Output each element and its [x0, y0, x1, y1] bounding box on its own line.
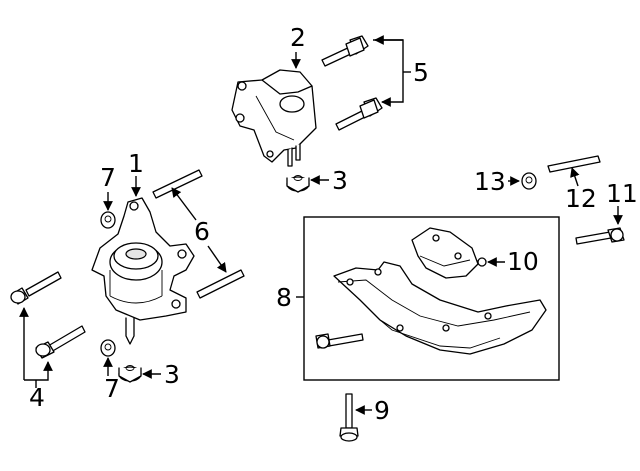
pin-lower[interactable]: [196, 269, 245, 299]
bolt-left-lower[interactable]: [35, 325, 86, 359]
callout-5: 5: [413, 58, 429, 87]
callout-10: 10: [507, 247, 539, 276]
rod[interactable]: [547, 155, 601, 173]
nut-small-upper[interactable]: [100, 211, 116, 229]
nut-upper[interactable]: [286, 175, 310, 193]
bolt-right[interactable]: [575, 227, 625, 245]
callout-3-lower: 3: [164, 360, 180, 389]
callout-7-lower: 7: [104, 374, 120, 403]
callout-6: 6: [194, 217, 210, 246]
bolt-upper-2[interactable]: [335, 97, 383, 131]
pin-upper[interactable]: [152, 169, 203, 199]
bolt-box[interactable]: [315, 333, 364, 349]
callout-4: 4: [29, 383, 45, 412]
crossmember[interactable]: [333, 261, 547, 355]
callout-2: 2: [290, 23, 306, 52]
upper-mount-bracket[interactable]: [231, 69, 317, 167]
bolt-left-upper[interactable]: [10, 271, 62, 305]
callout-8: 8: [276, 283, 292, 312]
small-bracket[interactable]: [411, 227, 487, 279]
callout-3-upper: 3: [332, 166, 348, 195]
nut-lower[interactable]: [118, 365, 142, 383]
crossmember-box: [303, 216, 560, 381]
callout-13: 13: [474, 167, 506, 196]
engine-mount[interactable]: [91, 197, 195, 345]
washer[interactable]: [521, 172, 537, 190]
callout-12: 12: [565, 184, 597, 213]
bolt-vertical[interactable]: [339, 393, 359, 442]
callout-1: 1: [128, 149, 144, 178]
bolt-upper-1[interactable]: [321, 35, 369, 67]
nut-small-lower[interactable]: [100, 339, 116, 357]
callout-7-upper: 7: [100, 163, 116, 192]
callout-11: 11: [606, 179, 638, 208]
callout-9: 9: [374, 396, 390, 425]
